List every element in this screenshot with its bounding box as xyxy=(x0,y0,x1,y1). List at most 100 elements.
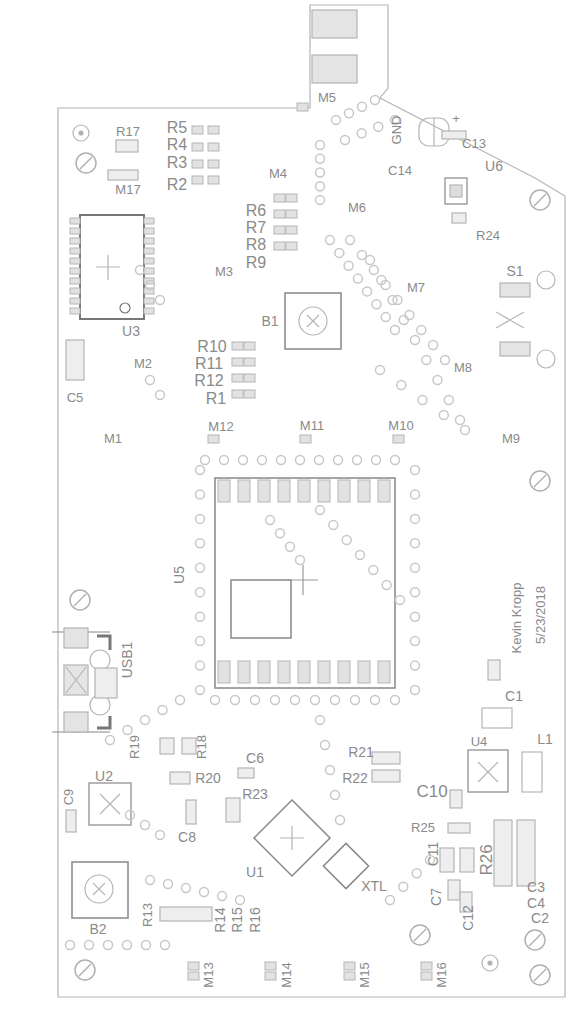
part-label: M16 xyxy=(435,962,448,987)
via xyxy=(377,276,386,285)
pad xyxy=(144,258,154,264)
pad xyxy=(232,358,243,366)
pad xyxy=(421,962,432,970)
via xyxy=(346,236,355,245)
hole-mark xyxy=(534,475,546,487)
via xyxy=(396,596,405,605)
via xyxy=(411,661,420,670)
pad xyxy=(265,962,276,970)
pad xyxy=(278,480,290,502)
via xyxy=(391,456,400,465)
part-label: U3 xyxy=(122,324,140,338)
via xyxy=(161,941,170,950)
part-label: R5 xyxy=(167,120,187,136)
via xyxy=(397,381,406,390)
pad xyxy=(70,268,80,274)
pad xyxy=(244,390,255,398)
pad xyxy=(378,480,390,502)
via xyxy=(104,941,113,950)
via xyxy=(277,456,286,465)
via xyxy=(196,539,205,548)
via xyxy=(399,316,408,325)
pad xyxy=(70,248,80,254)
via xyxy=(439,411,448,420)
pad xyxy=(208,435,219,443)
via xyxy=(344,261,353,270)
via xyxy=(353,274,362,283)
part-label: R25 xyxy=(411,821,435,834)
pad xyxy=(70,258,80,264)
via xyxy=(329,521,338,530)
via xyxy=(136,266,145,275)
pad xyxy=(421,972,432,980)
part-label: M13 xyxy=(202,962,215,987)
via xyxy=(357,129,366,138)
via xyxy=(141,716,150,725)
via xyxy=(196,661,205,670)
pad xyxy=(244,358,255,366)
part-label: R7 xyxy=(246,220,266,236)
via xyxy=(376,366,385,375)
pad xyxy=(358,480,370,502)
u5-module xyxy=(215,478,395,688)
part-label: R23 xyxy=(242,787,268,801)
via xyxy=(158,706,167,715)
part-label: M9 xyxy=(502,432,520,445)
via xyxy=(345,109,354,118)
pad xyxy=(358,661,370,683)
via xyxy=(211,696,220,705)
pad xyxy=(218,661,230,683)
pad xyxy=(244,374,255,382)
via xyxy=(374,122,383,131)
part-label: R3 xyxy=(167,155,187,171)
pad xyxy=(278,661,290,683)
part-label: R11 xyxy=(195,356,223,372)
via xyxy=(456,416,465,425)
via xyxy=(196,514,205,523)
pad xyxy=(318,480,330,502)
via xyxy=(382,581,391,590)
pad xyxy=(232,342,243,350)
via xyxy=(433,376,442,385)
part-label: C8 xyxy=(178,830,196,844)
pad xyxy=(393,435,404,443)
part-label: M3 xyxy=(215,265,233,278)
via xyxy=(371,696,380,705)
via xyxy=(266,516,275,525)
via xyxy=(220,456,229,465)
pad xyxy=(286,210,297,218)
part-label: C14 xyxy=(388,164,412,177)
pad xyxy=(258,480,270,502)
part-label: C11 xyxy=(426,842,440,867)
pad xyxy=(298,480,310,502)
pad xyxy=(144,268,154,274)
part-label: U6 xyxy=(485,159,503,173)
via xyxy=(411,637,420,646)
via xyxy=(85,941,94,950)
pad xyxy=(218,480,230,502)
via xyxy=(316,141,325,150)
via xyxy=(146,876,155,885)
via xyxy=(411,588,420,597)
via xyxy=(363,287,372,296)
part-label: R20 xyxy=(195,771,221,785)
part-label: R6 xyxy=(246,203,266,219)
part-label: R13 xyxy=(141,903,154,927)
pad xyxy=(232,390,243,398)
via xyxy=(201,456,210,465)
via xyxy=(461,426,470,435)
pad xyxy=(258,661,270,683)
pad xyxy=(298,661,310,683)
mount-hole xyxy=(70,590,90,610)
part-label: U4 xyxy=(471,735,488,748)
via xyxy=(196,466,205,475)
via xyxy=(196,612,205,621)
pad xyxy=(144,248,154,254)
via xyxy=(386,896,395,905)
via xyxy=(291,696,300,705)
via xyxy=(251,696,260,705)
part-label: C4 xyxy=(527,896,545,910)
via xyxy=(196,563,205,572)
via xyxy=(146,281,155,290)
via xyxy=(200,888,209,897)
